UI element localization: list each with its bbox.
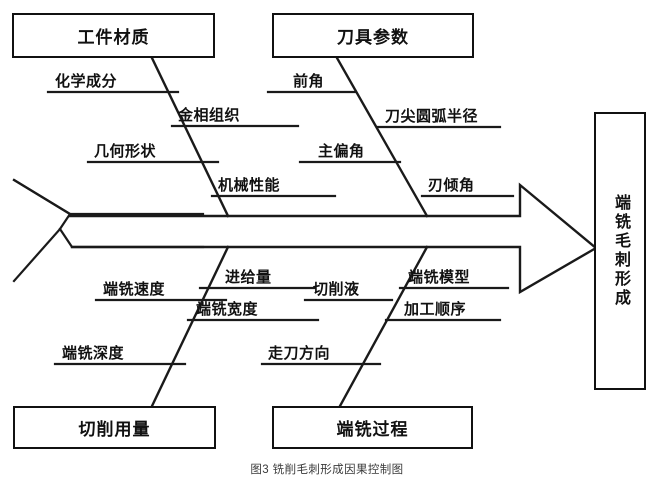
cause-label-chemical-composition: 化学成分 <box>55 73 118 90</box>
cause-label-feed-direction: 走刀方向 <box>268 345 331 362</box>
fish-tail-lower <box>12 178 72 231</box>
cause-label-milling-model: 端铣模型 <box>408 269 471 286</box>
category-label-tool-parameters: 刀具参数 <box>337 28 409 47</box>
fish-tail-lower2 <box>12 227 62 283</box>
category-box-cutting-parameters[interactable]: 切削用量 <box>13 406 216 449</box>
category-box-milling-process[interactable]: 端铣过程 <box>272 406 473 449</box>
effect-box-burr-formation[interactable]: 端铣毛刺形成 <box>594 112 646 390</box>
rib-bottom-right <box>338 245 429 408</box>
figure-caption: 图3 铣削毛刺形成因果控制图 <box>250 464 404 476</box>
cause-label-milling-width: 端铣宽度 <box>196 301 259 318</box>
effect-label: 端铣毛刺形成 <box>612 194 629 308</box>
cause-label-feed-rate: 进给量 <box>225 269 272 286</box>
cause-label-nose-radius: 刀尖圆弧半径 <box>385 108 479 125</box>
cause-label-metallographic-structure: 金相组织 <box>178 107 241 124</box>
category-box-workpiece-material[interactable]: 工件材质 <box>12 13 215 58</box>
cause-label-geometric-shape: 几何形状 <box>94 143 157 160</box>
cause-label-entering-angle: 主偏角 <box>318 143 365 160</box>
cause-label-cutting-fluid: 切削液 <box>313 281 360 298</box>
rib-top-left <box>150 56 230 218</box>
rib-bottom-left <box>150 245 230 408</box>
spine-upper <box>68 182 598 250</box>
category-label-cutting-parameters: 切削用量 <box>78 420 151 439</box>
cause-label-milling-speed: 端铣速度 <box>103 281 166 298</box>
category-box-tool-parameters[interactable]: 刀具参数 <box>272 13 474 58</box>
cause-label-milling-depth: 端铣深度 <box>62 345 125 362</box>
cause-label-machining-sequence: 加工顺序 <box>404 301 467 318</box>
cause-label-mechanical-properties: 机械性能 <box>218 177 281 194</box>
spine-lower <box>70 245 598 295</box>
cause-label-rake-angle: 前角 <box>293 73 325 90</box>
category-label-workpiece-material: 工件材质 <box>77 28 150 47</box>
fish-tail-lower-spine <box>58 227 205 249</box>
cause-label-edge-inclination-angle: 刃倾角 <box>428 177 475 194</box>
category-label-milling-process: 端铣过程 <box>336 420 409 439</box>
rib-top-right <box>335 56 429 218</box>
